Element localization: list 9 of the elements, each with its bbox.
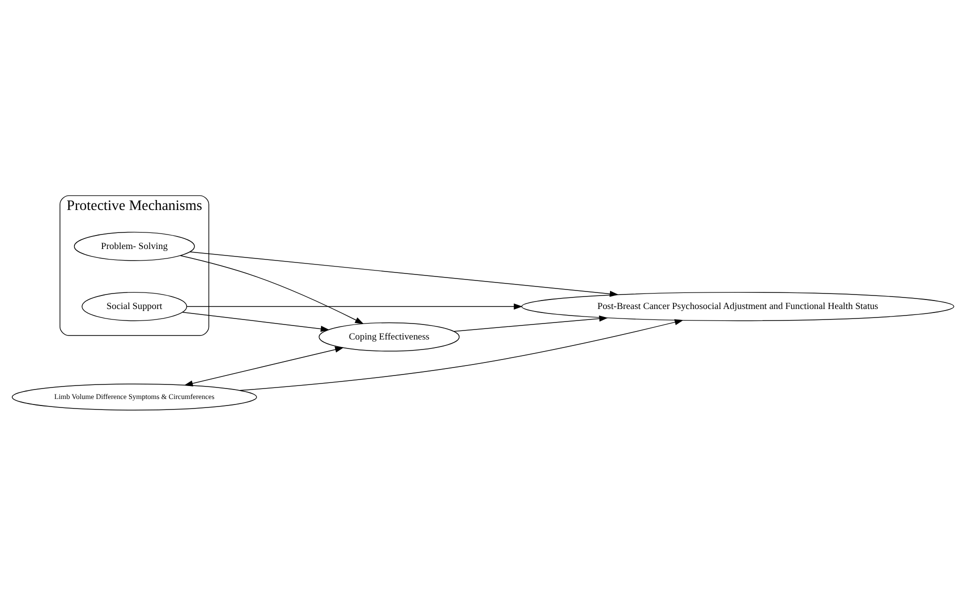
node-ellipse: Social Support	[82, 292, 188, 322]
arrow	[180, 255, 364, 324]
arrow	[190, 252, 618, 297]
node-ellipse: Problem- Solving	[74, 232, 195, 261]
arrow	[182, 312, 330, 332]
arrow	[240, 319, 684, 391]
arrow	[184, 346, 344, 386]
arrow	[186, 303, 523, 310]
arrow	[454, 316, 608, 332]
